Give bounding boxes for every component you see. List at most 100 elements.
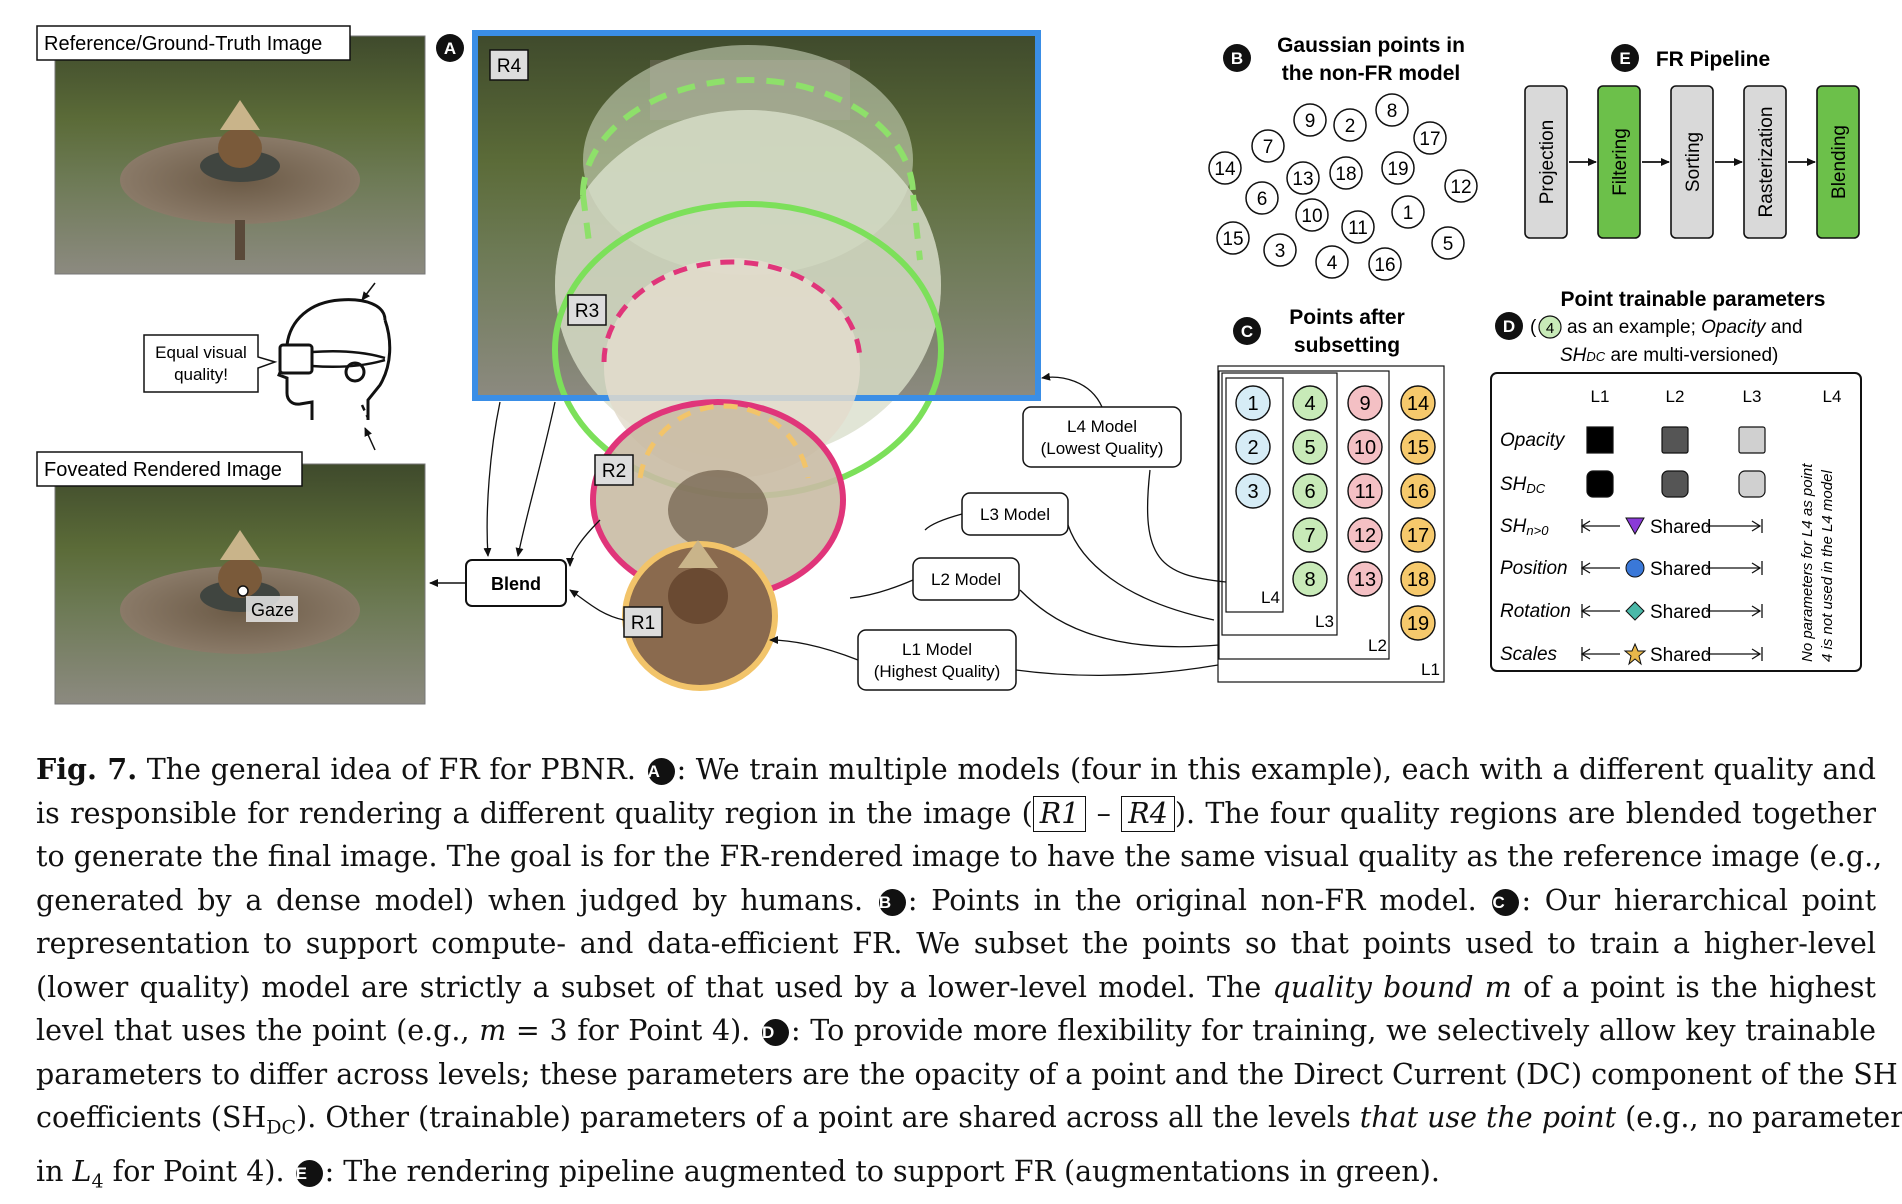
panel-d-subtitle-line2: SHDC are multi-versioned) [1560, 345, 1778, 366]
blend-label: Blend [491, 574, 541, 594]
svg-text:Blending: Blending [1829, 125, 1850, 199]
panel-d-subtitle-open: ( [1530, 317, 1537, 338]
gaussian-point: 1 [1391, 195, 1425, 229]
svg-text:6: 6 [1304, 481, 1315, 503]
region-label-r2: R2 [594, 454, 634, 486]
svg-text:R3: R3 [575, 301, 599, 322]
subset-point: 2 [1235, 429, 1271, 465]
svg-text:L4 Model: L4 Model [1067, 417, 1137, 436]
reference-label-box [36, 25, 351, 61]
svg-text:SHDC: SHDC [1500, 474, 1546, 496]
svg-text:17: 17 [1407, 525, 1429, 547]
vr-viewer-icon [277, 298, 392, 420]
svg-text:17: 17 [1419, 129, 1440, 150]
caption-badge-d: D [762, 1019, 790, 1046]
gaussian-point: 5 [1431, 226, 1465, 260]
gaussian-point: 6 [1245, 181, 1279, 215]
equal-quality-bubble: Equal visual quality! [143, 334, 278, 393]
svg-text:7: 7 [1304, 525, 1315, 547]
caption-line-8: parameters to differ across levels; thes… [36, 1057, 1898, 1091]
svg-text:Projection: Projection [1537, 120, 1558, 205]
panel-d-title: Point trainable parameters [1561, 288, 1826, 311]
gaussian-point: 17 [1413, 121, 1447, 155]
figure-7: Reference/Ground-Truth Image Gaze Foveat… [36, 25, 1862, 705]
svg-text:16: 16 [1407, 481, 1429, 503]
svg-text:8: 8 [1387, 101, 1398, 122]
pipeline-stage-projection: Projection [1524, 85, 1568, 239]
svg-text:Opacity: Opacity [1500, 430, 1566, 451]
shared-label: Shared [1650, 602, 1711, 623]
caption-line-1: Fig. 7. The general idea of FR for PBNR.… [36, 752, 1877, 786]
gaussian-point: 2 [1333, 108, 1367, 142]
panel-b-title-1: Gaussian points in [1277, 34, 1465, 57]
subset-point: 3 [1235, 473, 1271, 509]
badge-e-text: E [1619, 49, 1630, 68]
example-point-icon [1538, 315, 1562, 339]
subset-point: 18 [1400, 561, 1436, 597]
svg-text:(Highest Quality): (Highest Quality) [874, 662, 1001, 681]
svg-text:2: 2 [1345, 116, 1356, 137]
foveated-label: Foveated Rendered Image [44, 459, 282, 481]
shared-label: Shared [1650, 559, 1711, 580]
gaussian-point: 19 [1381, 151, 1415, 185]
svg-text:Rotation: Rotation [1500, 601, 1571, 622]
svg-text:Filtering: Filtering [1610, 128, 1631, 196]
caption-line-5: representation to support compute- and d… [36, 927, 1876, 960]
gaze-point [237, 585, 249, 597]
model-l1-box: L1 Model (Highest Quality) [857, 629, 1017, 691]
subset-point: 13 [1347, 561, 1383, 597]
svg-text:10: 10 [1301, 206, 1322, 227]
shared-label: Shared [1650, 645, 1711, 666]
panel-c-title-1: Points after [1289, 306, 1405, 329]
svg-text:R4: R4 [497, 56, 522, 77]
model-l3-box: L3 Model [961, 492, 1069, 536]
foveated-image: Gaze [54, 463, 426, 705]
svg-text:3: 3 [1275, 241, 1286, 262]
svg-text:11: 11 [1348, 218, 1368, 239]
caption-line-9: coefficients (SHDC). Other (trainable) p… [36, 1101, 1902, 1139]
subset-point: 15 [1400, 429, 1436, 465]
reference-image [54, 35, 426, 275]
svg-text:4: 4 [1304, 393, 1315, 415]
region-label-r1: R1 [623, 606, 663, 638]
svg-text:1: 1 [1247, 393, 1258, 415]
level-box-l4 [1225, 377, 1284, 613]
level-label-l4: L4 [1261, 588, 1280, 607]
svg-text:6: 6 [1257, 189, 1268, 210]
gaussian-point: 9 [1293, 103, 1327, 137]
gaussian-point: 8 [1375, 93, 1409, 127]
badge-e-icon [1611, 44, 1639, 72]
svg-text:11: 11 [1355, 481, 1376, 503]
svg-text:3: 3 [1247, 481, 1258, 503]
svg-text:10: 10 [1354, 437, 1376, 459]
shared-label: Shared [1650, 517, 1711, 538]
subset-point: 1 [1235, 385, 1271, 421]
subset-point: 11 [1347, 473, 1383, 509]
svg-text:14: 14 [1407, 393, 1429, 415]
param-row-shdc: SHDC [1500, 470, 1766, 498]
panel-c: C Points after subsetting L4 L3 L2 L1 12… [1217, 306, 1445, 683]
panel-a: Reference/Ground-Truth Image Gaze Foveat… [36, 25, 1227, 705]
gaze-label: Gaze [251, 600, 294, 620]
panel-d-subtitle-line1: as an example; Opacity and [1567, 317, 1803, 338]
badge-c-icon [1233, 317, 1261, 345]
model-l2-box: L2 Model [912, 557, 1020, 601]
level-box-l3 [1221, 372, 1338, 636]
svg-text:Scales: Scales [1500, 644, 1558, 665]
caption-line-3: to generate the final image. The goal is… [36, 840, 1883, 873]
subset-point: 4 [1292, 385, 1328, 421]
subset-point: 7 [1292, 517, 1328, 553]
caption-line-6: (lower quality) model are strictly a sub… [36, 970, 1877, 1004]
foveated-label-box [36, 451, 303, 487]
badge-a-icon [436, 34, 464, 62]
pipeline-stage-blending: Blending [1816, 85, 1860, 239]
reference-label: Reference/Ground-Truth Image [44, 33, 322, 55]
svg-text:12: 12 [1354, 525, 1376, 547]
caption-badge-e: E [295, 1160, 323, 1188]
equal-quality-text-1: Equal visual [155, 343, 247, 362]
caption-line-4: generated by a dense model) when judged … [36, 883, 1877, 917]
panel-b-title-2: the non-FR model [1282, 62, 1460, 85]
side-note: No parameters for L4 as point 4 is not u… [1799, 463, 1836, 662]
badge-b-text: B [1231, 49, 1243, 68]
